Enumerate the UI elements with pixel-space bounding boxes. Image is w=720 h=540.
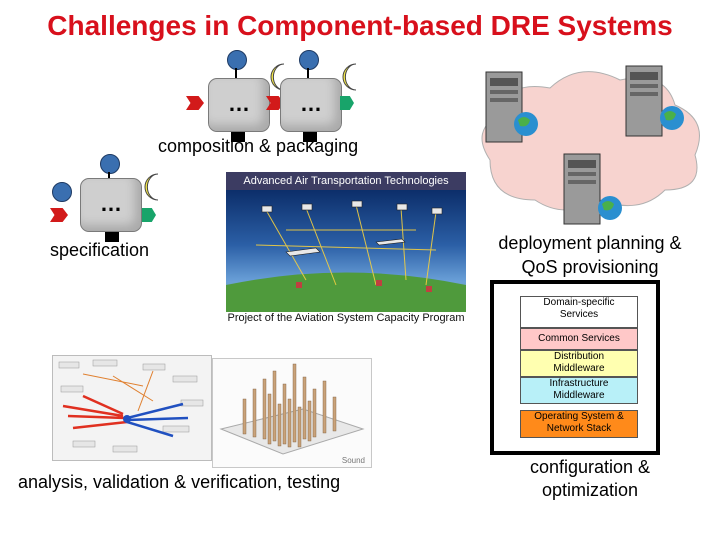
server-icon (563, 153, 622, 225)
layer-label: Middleware (553, 390, 605, 401)
air-transportation-image: Advanced Air Transportation Technologies… (226, 172, 466, 327)
event-source-port-icon (186, 96, 204, 110)
layer-label: Infrastructure (549, 378, 609, 389)
middleware-layer-stack: Domain-specific Services Common Services… (490, 280, 660, 455)
component-dots: … (228, 91, 250, 116)
slide-title: Challenges in Component-based DRE System… (47, 10, 673, 41)
layer-label: Common Services (538, 333, 620, 344)
layer-common-services: Common Services (520, 328, 638, 350)
server-icon (485, 71, 538, 143)
specification-label: specification (50, 240, 150, 260)
deployment-label-line1: deployment planning & (498, 233, 682, 253)
component-icon: … … (186, 48, 360, 142)
layer-distribution-middleware: Distribution Middleware (520, 350, 638, 377)
air-picture-header: Advanced Air Transportation Technologies (226, 172, 466, 190)
layer-label: Domain-specific (543, 297, 615, 308)
layer-label: Services (559, 309, 599, 320)
layer-label: Network Stack (546, 423, 612, 434)
air-picture-caption: Project of the Aviation System Capacity … (227, 312, 465, 324)
layer-operating-system: Operating System & Network Stack (520, 410, 638, 438)
chart-subtitle: Sound (341, 456, 365, 465)
analysis-label: analysis, validation & verification, tes… (18, 472, 341, 492)
composition-label: composition & packaging (158, 136, 359, 156)
facet-port-icon (227, 50, 247, 70)
analysis-3d-chart-screenshot: Sound (212, 358, 372, 468)
layer-label: Distribution (553, 351, 605, 362)
component-dots: … (100, 191, 122, 216)
configuration-label-line1: configuration & (529, 457, 651, 477)
layer-label: Middleware (553, 363, 605, 374)
configuration-label-line2: optimization (541, 480, 639, 500)
layer-infrastructure-middleware: Infrastructure Middleware (520, 377, 638, 404)
deployment-label-line2: QoS provisioning (521, 257, 659, 277)
component-icon: … (50, 152, 170, 242)
layer-label: Operating System & (534, 411, 624, 422)
server-icon (625, 65, 684, 137)
component-dots: … (300, 91, 322, 116)
analysis-graph-screenshot (52, 355, 212, 461)
layer-domain-services: Domain-specific Services (520, 296, 638, 328)
